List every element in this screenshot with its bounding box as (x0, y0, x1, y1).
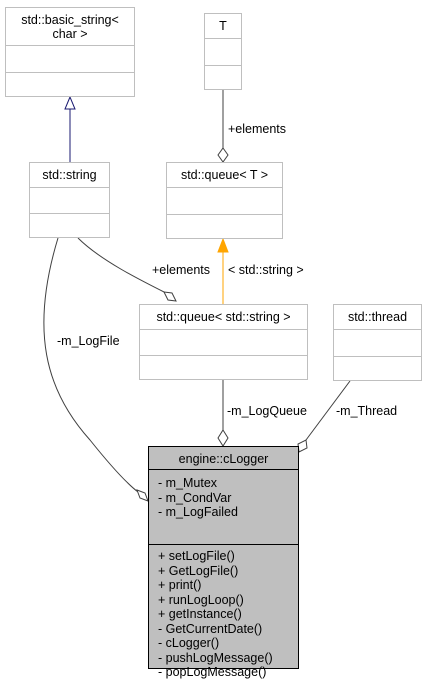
attribute-item: - m_Mutex (158, 476, 218, 490)
edge-label-template-arg: < std::string > (228, 263, 304, 277)
class-title: engine::cLogger (178, 452, 269, 466)
thread-diamond-icon (297, 439, 308, 453)
class-title: std::string (42, 168, 97, 182)
attribute-section (205, 38, 241, 39)
edge-label-log-queue: -m_LogQueue (227, 404, 307, 418)
attribute-item: - m_LogFailed (158, 505, 238, 519)
attribute-section (167, 187, 282, 188)
attribute-section (140, 329, 307, 330)
class-title: std::thread (347, 310, 408, 324)
log-file-diamond-icon (136, 489, 149, 502)
class-title-line2: char > (52, 27, 88, 41)
operation-item: + runLogLoop() (158, 592, 244, 607)
class-queue-string[interactable]: std::queue< std::string > (139, 304, 308, 380)
class-std-thread[interactable]: std::thread (333, 304, 422, 381)
class-basic-string[interactable]: std::basic_string< char > (5, 7, 135, 97)
operation-item: + print() (158, 578, 202, 592)
class-clogger[interactable]: engine::cLogger - m_Mutex - m_CondVar - … (148, 446, 299, 679)
class-title-line1: std::basic_string< (21, 13, 119, 27)
class-title: std::basic_string< char > (6, 8, 134, 41)
edge-label-string-elements: +elements (152, 263, 211, 277)
operation-section (140, 355, 307, 356)
attribute-section: - m_Mutex - m_CondVar - m_LogFailed (149, 469, 298, 544)
class-std-string[interactable]: std::string (29, 162, 110, 238)
string-elements-edge (77, 237, 167, 294)
operation-item: - GetCurrentDate() (158, 621, 263, 636)
class-title: std::queue< std::string > (156, 310, 291, 324)
operation-item: + getInstance() (158, 607, 242, 621)
operation-item: + setLogFile() (158, 549, 235, 563)
log-queue-diamond-icon (217, 429, 229, 447)
edge-label-t-elements: +elements (228, 122, 287, 136)
thread-edge (305, 380, 351, 441)
class-queue-t[interactable]: std::queue< T > (166, 162, 283, 239)
attribute-section (30, 187, 109, 188)
operation-item: - popLogMessage() (158, 665, 267, 679)
operation-section (6, 72, 134, 73)
class-t[interactable]: T (204, 13, 242, 90)
edge-label-log-file: -m_LogFile (57, 334, 120, 348)
t-elements-diamond-icon (217, 147, 229, 163)
attribute-section (334, 329, 421, 330)
attribute-item: - m_CondVar (158, 490, 232, 505)
edge-label-thread: -m_Thread (336, 404, 398, 418)
operation-section (167, 214, 282, 215)
operation-item: - cLogger() (158, 636, 220, 650)
attribute-section (6, 45, 134, 46)
operation-section (30, 213, 109, 214)
template-arrowhead-icon (217, 237, 229, 253)
class-title: std::queue< T > (180, 168, 269, 182)
class-title: T (219, 19, 227, 33)
operation-section (334, 356, 421, 357)
string-elements-diamond-icon (163, 291, 177, 302)
operation-item: + GetLogFile() (158, 563, 239, 578)
operation-section (205, 65, 241, 66)
operation-section: + setLogFile() + GetLogFile() + print() … (149, 544, 298, 680)
operation-item: - pushLogMessage() (158, 650, 273, 665)
inheritance-arrowhead-icon (64, 95, 76, 110)
log-file-edge (43, 237, 139, 493)
